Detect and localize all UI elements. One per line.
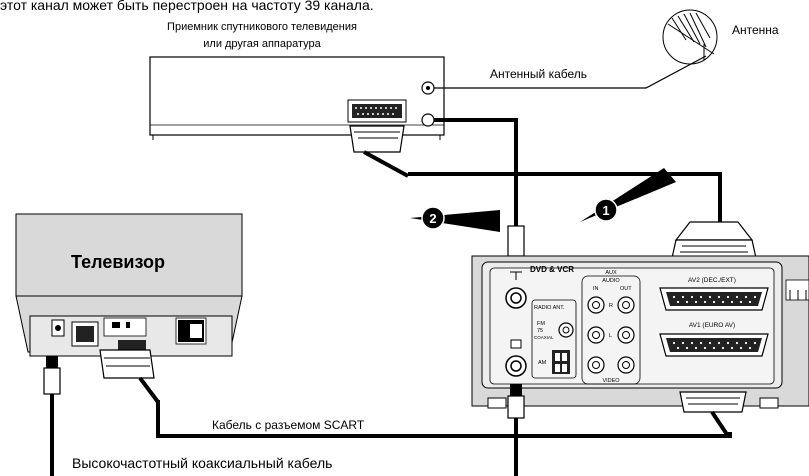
av2-label: AV2 (DEC./EXT) <box>688 277 736 284</box>
radio-ant-label: RADIO ANT. <box>534 305 565 311</box>
rf-plug-bottom <box>507 384 525 419</box>
coaxial-label: COAXIAL <box>534 335 554 340</box>
r-label: R <box>609 303 613 309</box>
l-label: L <box>609 333 612 339</box>
video-label: VIDEO <box>602 378 620 384</box>
step-2-number: 2 <box>429 211 436 226</box>
antenna-cable-label: Антенный кабель <box>490 67 587 81</box>
scart-cable-tv <box>156 400 732 438</box>
out-label: OUT <box>620 286 632 292</box>
am-label: AM <box>538 360 547 366</box>
tv-set <box>15 213 243 357</box>
coax-cable <box>50 394 518 476</box>
av2-scart-socket <box>659 287 769 311</box>
antenna-label: Антенна <box>732 23 779 37</box>
antenna-icon <box>662 9 718 65</box>
tv-scart-plug <box>99 349 160 404</box>
scart-cable-label: Кабель с разъемом SCART <box>212 418 365 432</box>
tv-label: Телевизор <box>71 252 165 272</box>
receiver-label-line1: Приемник спутникового телевидения <box>167 21 357 33</box>
ohm-label: 75 <box>537 328 543 334</box>
av1-scart-plug <box>679 391 747 438</box>
scart-cable-1 <box>408 172 722 225</box>
dvd-vcr-device <box>471 255 809 407</box>
audio-label: AUDIO <box>602 278 620 284</box>
dvd-panel-title: DVD & VCR <box>530 265 574 274</box>
in-label: IN <box>593 286 599 292</box>
fm-label: FM <box>537 321 545 327</box>
av1-label: AV1 (EURO AV) <box>689 322 735 329</box>
am-terminal <box>552 350 570 374</box>
step-2-arrow: 2 <box>410 206 500 232</box>
tv-rf-plug <box>43 356 61 395</box>
av2-scart-plug <box>671 221 757 259</box>
coax-cable-label: Высокочастотный коаксиальный кабель <box>72 455 332 471</box>
antenna-cable <box>434 55 707 89</box>
step-1-arrow: 1 <box>580 168 676 222</box>
av1-scart-socket <box>659 333 769 357</box>
rf-cable-2 <box>434 118 518 226</box>
receiver-scart-plug <box>349 125 409 178</box>
satellite-receiver <box>149 56 445 140</box>
aux-label: AUX <box>605 270 617 276</box>
dvd-rf-jacks <box>505 271 527 377</box>
top-text: этот канал может быть перестроен на част… <box>0 0 374 13</box>
step-1-number: 1 <box>602 203 609 218</box>
receiver-label-line2: или другая аппаратура <box>203 38 321 50</box>
